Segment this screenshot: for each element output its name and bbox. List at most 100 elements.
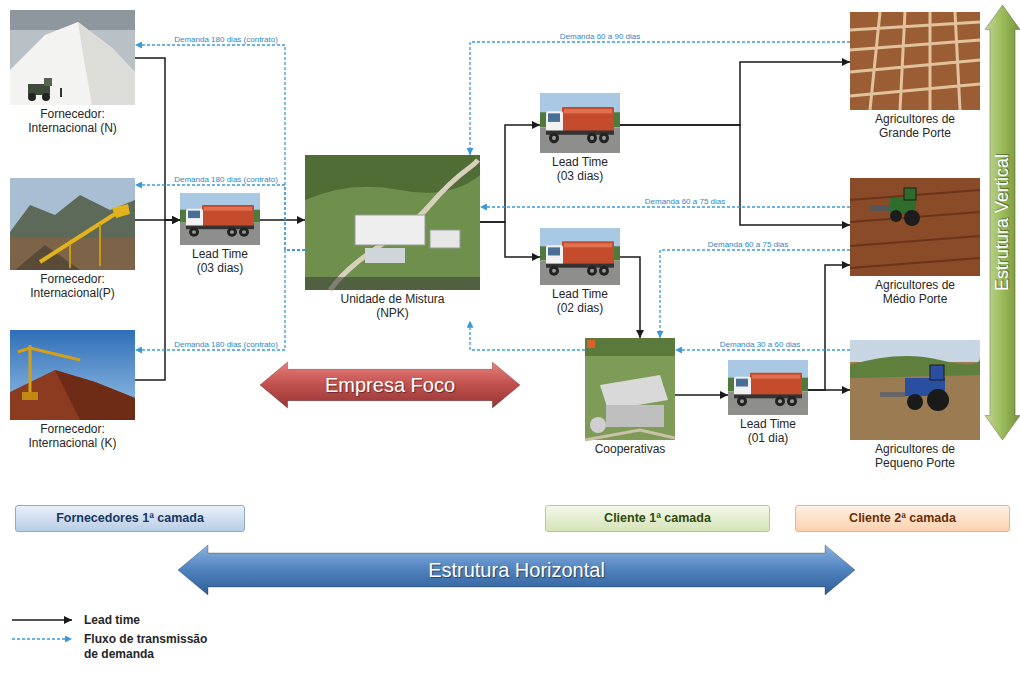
loader-wheel	[28, 93, 36, 101]
demand-label: Demanda 30 a 60 dias	[718, 340, 803, 349]
tractor-wheel	[927, 389, 949, 411]
lead-time-arrow	[675, 394, 728, 396]
demand-flow-arrow	[135, 185, 305, 250]
lead-time-arrow	[808, 265, 850, 390]
potash-pile-photo	[10, 330, 135, 420]
edge-label-holder: Demanda 60 a 75 dias	[706, 240, 791, 249]
legend-row: Lead time	[10, 613, 214, 627]
small-farm-photo	[850, 340, 980, 440]
conveyor-support	[99, 224, 101, 266]
node-caption: Fornecedor: Internacional(P)	[10, 270, 135, 301]
tractor-wheel	[890, 210, 902, 222]
demand-flow-arrow	[470, 42, 850, 155]
lead-time-arrow	[620, 257, 640, 338]
loader-wheel	[42, 93, 50, 101]
tier-label: Fornecedores 1ª camada	[16, 506, 244, 531]
soil	[850, 178, 980, 276]
crane-mast	[29, 345, 32, 395]
phosphate-mine-photo	[10, 178, 135, 270]
silo	[590, 417, 606, 433]
conveyor-support	[69, 244, 71, 268]
tractor-wheel	[904, 210, 920, 226]
tier-box: Cliente 2ª camada	[795, 505, 1010, 532]
lead-time-arrow	[480, 222, 540, 257]
legend-sample-line	[12, 639, 72, 640]
large-farm-photo	[850, 12, 980, 110]
tier-box: Cliente 1ª camada	[545, 505, 770, 532]
truck-node: Lead Time (01 dia)	[728, 360, 808, 446]
arrow-outline-path	[178, 545, 855, 595]
truck-photo	[180, 193, 260, 245]
tractor-wheel	[907, 394, 923, 410]
supplier-node: Fornecedor: Internacional (K)	[10, 330, 135, 451]
demand-label: Demanda 180 dias (contrato)	[172, 175, 280, 184]
mixing-unit-node: Unidade de Mistura (NPK)	[305, 155, 480, 321]
photo-strip	[305, 277, 480, 290]
conveyor-head	[112, 204, 130, 218]
edge-label-holder: Demanda 180 dias (contrato)	[172, 175, 280, 184]
truck-node: Lead Time (03 dias)	[540, 93, 620, 184]
photo-ground	[585, 338, 675, 440]
truck-photo	[728, 360, 808, 415]
pile-shade	[78, 22, 135, 105]
tractor-cab	[930, 365, 944, 380]
soil	[850, 12, 980, 110]
horizontal-structure-arrow: Estrutura Horizontal	[178, 545, 855, 595]
node-caption: Fornecedor: Internacional (N)	[10, 105, 135, 136]
legend-label: Lead time	[84, 613, 214, 627]
supplier-node: Fornecedor: Internacional(P)	[10, 178, 135, 301]
edge-label-holder: Demanda 30 a 60 dias	[718, 340, 803, 349]
furrows	[850, 190, 980, 268]
demand-label: Demanda 180 dias (contrato)	[172, 340, 280, 349]
vertical-structure-arrow: Estrutura Vertical	[985, 5, 1020, 440]
tier-box: Fornecedores 1ª camada	[15, 505, 245, 532]
implement	[870, 205, 892, 211]
demand-label: Demanda 60 a 75 dias	[643, 197, 728, 206]
edge-label-holder: Demanda 180 dias (contrato)	[172, 340, 280, 349]
cooperative-node: Cooperativas	[585, 338, 675, 456]
arrow-label: Empresa Foco	[260, 362, 520, 408]
warehouse	[355, 215, 425, 245]
demand-flow-arrow	[660, 250, 850, 338]
arrow-label: Estrutura Horizontal	[178, 545, 855, 595]
edge-label-holder: Demanda 60 a 75 dias	[643, 197, 728, 206]
lead-time-arrow	[135, 220, 180, 380]
node-caption: Lead Time (03 dias)	[180, 245, 260, 276]
farmer-node: Agricultores de Grande Porte	[850, 12, 980, 141]
lead-time-arrow	[260, 219, 305, 221]
white-pile	[10, 22, 135, 105]
nitrogen-pile-photo	[10, 10, 135, 105]
node-caption: Agricultores de Pequeno Porte	[850, 440, 980, 471]
truck-node: Lead Time (02 dias)	[540, 228, 620, 316]
road	[585, 430, 675, 440]
crane-boom	[30, 348, 80, 360]
legend-sample-line	[12, 619, 72, 621]
photo-ground	[10, 10, 135, 105]
demand-label: Demanda 60 a 90 dias	[558, 32, 643, 41]
conveyor	[40, 212, 118, 262]
demand-flow-arrow	[135, 45, 305, 250]
mountains	[10, 195, 135, 240]
node-caption: Agricultores de Médio Porte	[850, 276, 980, 307]
mixing-plant-photo	[305, 155, 480, 290]
demand-flow-arrow	[675, 349, 850, 350]
trees	[585, 338, 675, 356]
edge-label-holder: Demanda 180 dias (contrato)	[172, 35, 280, 44]
tier-label: Cliente 2ª camada	[796, 506, 1009, 531]
truck-photo	[540, 93, 620, 153]
photo-ground	[305, 155, 480, 290]
loader-cab	[44, 78, 52, 86]
lead-time-arrow	[808, 389, 850, 391]
node-caption: Lead Time (03 dias)	[540, 153, 620, 184]
yard	[365, 248, 405, 263]
tier-label: Cliente 1ª camada	[546, 506, 769, 531]
pile-shade	[55, 370, 135, 420]
tractor-cab	[904, 188, 916, 200]
photo-sky	[10, 330, 135, 420]
farmer-node: Agricultores de Médio Porte	[850, 178, 980, 307]
building	[606, 405, 664, 427]
roof	[600, 375, 668, 410]
supplier-node: Fornecedor: Internacional (N)	[10, 10, 135, 136]
lead-time-arrow	[135, 58, 180, 220]
